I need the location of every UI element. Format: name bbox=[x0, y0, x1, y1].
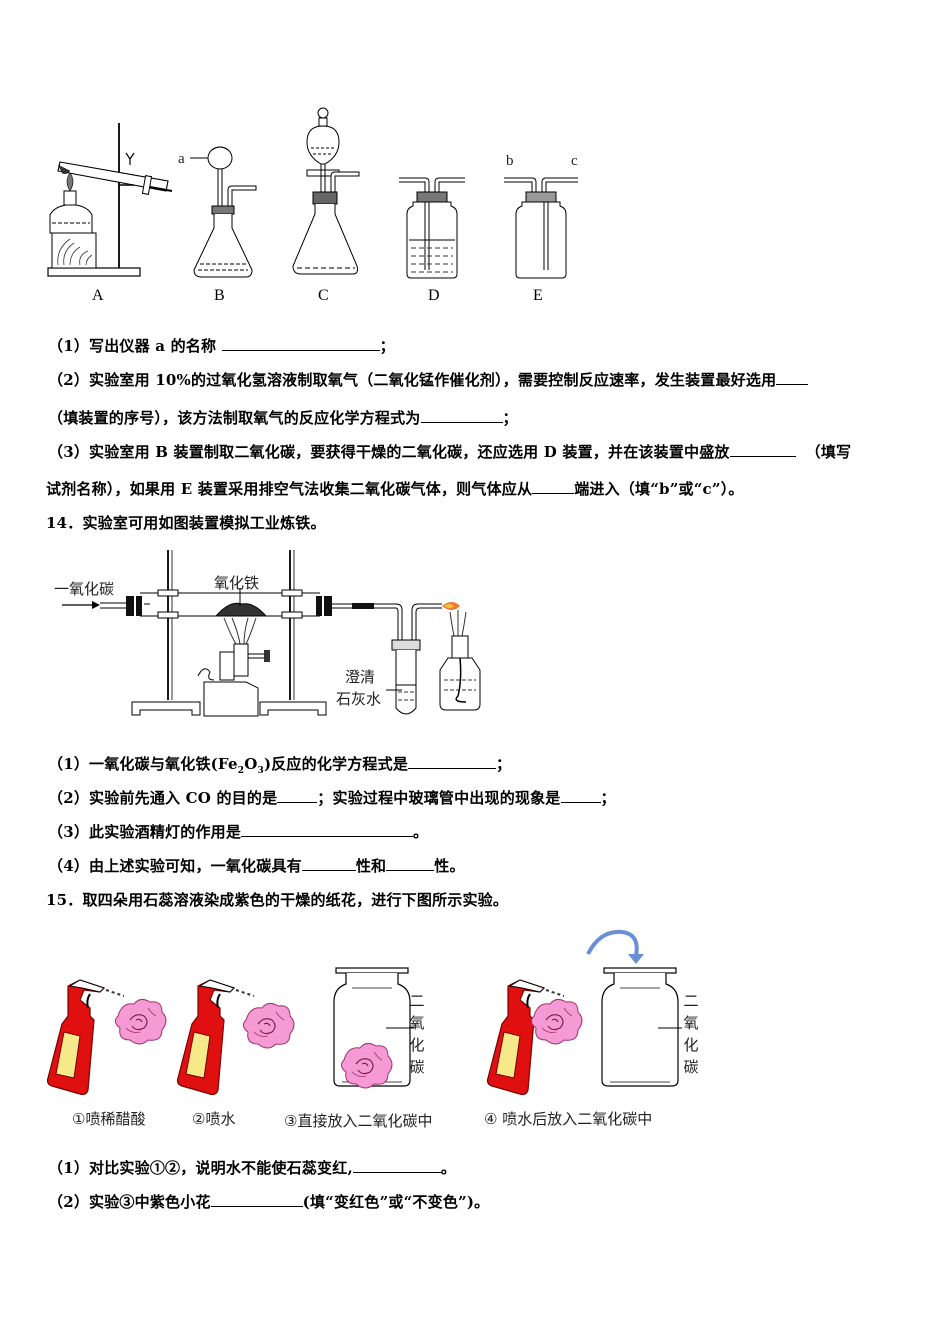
answer-blank-property-2[interactable] bbox=[386, 856, 435, 871]
caption-exp3-co2: ③直接放入二氧化碳中 bbox=[284, 1112, 433, 1130]
caption-exp4-water-then-co2: ④ 喷水后放入二氧化碳中 bbox=[484, 1110, 653, 1128]
label-iron-oxide: 氧化铁 bbox=[214, 574, 260, 592]
caption-exp1-dilute-acetic-acid: ①喷稀醋酸 bbox=[72, 1110, 146, 1128]
q13-part1: （1）写出仪器 a 的名称 ； bbox=[48, 336, 395, 355]
answer-blank-color-change[interactable] bbox=[210, 1192, 303, 1207]
label-carbon-monoxide: 一氧化碳 bbox=[54, 580, 115, 598]
label-c-tube-end: c bbox=[571, 153, 578, 169]
answer-blank-conclusion[interactable] bbox=[352, 1158, 441, 1173]
apparatus-a-drawing bbox=[47, 123, 173, 277]
caption-exp2-water: ②喷水 bbox=[192, 1110, 236, 1128]
apparatus-c-drawing bbox=[292, 107, 360, 275]
q13-part2-line2: （填装置的序号），该方法制取氧气的反应化学方程式为； bbox=[48, 408, 518, 427]
label-limewater-2: 石灰水 bbox=[336, 690, 382, 708]
answer-blank-instrument-a[interactable] bbox=[221, 336, 380, 351]
apparatus-d-drawing bbox=[399, 177, 465, 279]
answer-blank-co-purpose[interactable] bbox=[277, 788, 318, 803]
q13-part3-line2: 试剂名称），如果用 E 装置采用排空气法收集二氧化碳气体，则气体应从端进入（填“… bbox=[46, 479, 744, 498]
label-limewater-1: 澄清 bbox=[345, 668, 376, 686]
answer-blank-drying-reagent[interactable] bbox=[729, 442, 796, 457]
q14-part4: （4）由上述实验可知，一氧化碳具有性和性。 bbox=[48, 856, 465, 875]
answer-blank-co-equation[interactable] bbox=[408, 754, 497, 769]
answer-blank-property-1[interactable] bbox=[301, 856, 356, 871]
label-a-funnel: a bbox=[178, 151, 185, 167]
answer-blank-gas-inlet[interactable] bbox=[532, 479, 575, 494]
iron-smelting-apparatus-drawing bbox=[62, 550, 481, 717]
apparatus-label-d: D bbox=[428, 287, 440, 304]
q14-part2: （2）实验前先通入 CO 的目的是；实验过程中玻璃管中出现的现象是； bbox=[48, 788, 616, 807]
litmus-experiments-drawing bbox=[46, 929, 682, 1096]
q13-part2-line1: （2）实验室用 10%的过氧化氢溶液制取氧气（二氧化锰作催化剂），需要控制反应速… bbox=[48, 370, 809, 390]
answer-blank-tube-phenomenon[interactable] bbox=[560, 788, 601, 803]
co2-label-jar3: 二 氧 化 碳 bbox=[409, 992, 425, 1076]
q15-part2: （2）实验③中紫色小花(填“变红色”或“不变色”)。 bbox=[48, 1192, 490, 1211]
q15-part1: （1）对比实验①②，说明水不能使石蕊变红,。 bbox=[48, 1158, 457, 1177]
apparatus-label-a: A bbox=[92, 287, 104, 304]
apparatus-label-e: E bbox=[533, 287, 543, 304]
q14-part1: （1）一氧化碳与氧化铁(Fe2O3)反应的化学方程式是； bbox=[48, 754, 512, 776]
label-b-tube-end: b bbox=[506, 153, 514, 169]
apparatus-label-b: B bbox=[214, 287, 225, 304]
answer-blank-o2-equation[interactable] bbox=[420, 408, 503, 423]
apparatus-label-c: C bbox=[318, 287, 329, 304]
q14-title: 14．实验室可用如图装置模拟工业炼铁。 bbox=[46, 514, 326, 532]
apparatus-e-drawing bbox=[504, 177, 578, 279]
q13-part3-line1: （3）实验室用 B 装置制取二氧化碳，要获得干燥的二氧化碳，还应选用 D 装置，… bbox=[48, 442, 852, 461]
co2-label-jar4: 二 氧 化 碳 bbox=[683, 992, 699, 1076]
apparatus-b-drawing bbox=[190, 146, 257, 278]
answer-blank-generator[interactable] bbox=[776, 370, 809, 385]
q15-title: 15．取四朵用石蕊溶液染成紫色的干燥的纸花，进行下图所示实验。 bbox=[46, 891, 509, 909]
q14-part3: （3）此实验酒精灯的作用是。 bbox=[48, 822, 429, 841]
answer-blank-lamp-function[interactable] bbox=[241, 822, 414, 837]
